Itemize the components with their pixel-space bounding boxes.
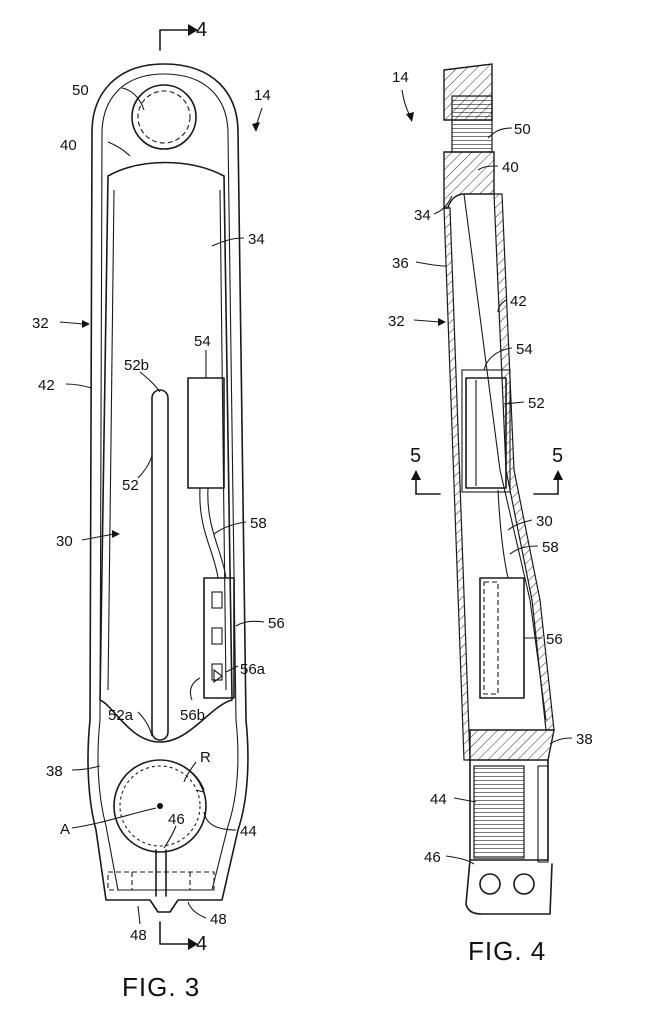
fig4-label-34: 34 (414, 207, 431, 224)
label-32: 32 (32, 315, 49, 332)
fig4-label-56: 56 (546, 631, 563, 648)
label-48-left: 48 (130, 927, 147, 944)
label-48-right: 48 (210, 911, 227, 928)
section-mark-bottom: 4 (196, 933, 207, 955)
label-58: 58 (250, 515, 267, 532)
fig3-labels: 4 50 14 40 34 32 42 54 52b 52 30 58 56 5… (32, 19, 285, 1002)
label-38: 38 (46, 763, 63, 780)
label-R: R (200, 749, 211, 766)
label-52: 52 (122, 477, 139, 494)
label-14: 14 (254, 87, 271, 104)
label-56: 56 (268, 615, 285, 632)
fig4-label-32: 32 (388, 313, 405, 330)
fig4-label-54: 54 (516, 341, 533, 358)
fig4-crank-section (411, 64, 563, 914)
label-50: 50 (72, 82, 89, 99)
label-52a: 52a (108, 707, 134, 724)
fig4-label-44: 44 (430, 791, 447, 808)
label-40: 40 (60, 137, 77, 154)
fig4-label-46: 46 (424, 849, 441, 866)
fig4-label-38: 38 (576, 731, 593, 748)
label-54: 54 (194, 333, 211, 350)
fig4-label-58: 58 (542, 539, 559, 556)
fig4-label-52: 52 (528, 395, 545, 412)
label-42: 42 (38, 377, 55, 394)
fig4-label-50: 50 (514, 121, 531, 138)
label-52b: 52b (124, 357, 149, 374)
fig3-caption: FIG. 3 (122, 972, 200, 1002)
label-56b: 56b (180, 707, 205, 724)
section-mark-top: 4 (196, 19, 207, 41)
label-34: 34 (248, 231, 265, 248)
fig4-label-40: 40 (502, 159, 519, 176)
label-56a: 56a (240, 661, 266, 678)
fig4-section-right: 5 (552, 445, 563, 467)
fig4-label-42: 42 (510, 293, 527, 310)
fig4-label-30: 30 (536, 513, 553, 530)
fig4-section-left: 5 (410, 445, 421, 467)
fig4-label-14: 14 (392, 69, 409, 86)
label-46: 46 (168, 811, 185, 828)
fig4-label-36: 36 (392, 255, 409, 272)
label-44: 44 (240, 823, 257, 840)
fig4-caption: FIG. 4 (468, 936, 546, 966)
label-30: 30 (56, 533, 73, 550)
label-A: A (60, 821, 70, 838)
